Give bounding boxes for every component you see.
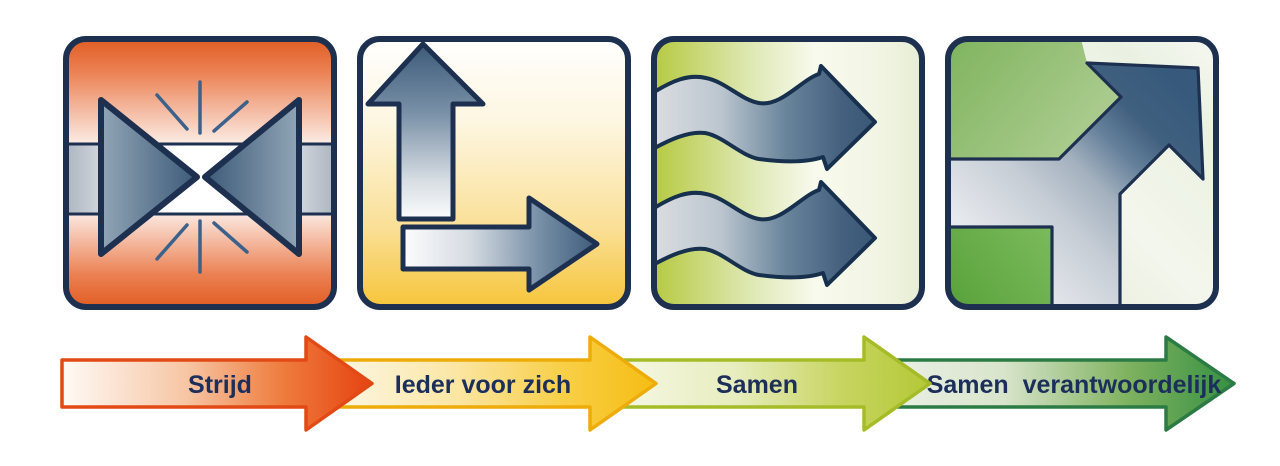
segment-label: Samen verantwoordelijk xyxy=(927,371,1222,399)
tile-strijd xyxy=(63,36,337,310)
segment-label: Ieder voor zich xyxy=(395,371,571,399)
up-arrow xyxy=(365,41,486,222)
timeline-segment-samen: Samen xyxy=(604,335,932,432)
tile-border xyxy=(945,36,1219,310)
segment-label: Samen xyxy=(716,371,798,399)
timeline-segment-ieder-voor-zich: Ieder voor zich xyxy=(320,335,658,432)
timeline-segment-strijd: Strijd xyxy=(60,335,374,432)
green-field-top-left xyxy=(948,39,1121,159)
tile-samen xyxy=(651,36,925,310)
tile-border xyxy=(63,36,337,310)
segment-label: Strijd xyxy=(188,371,252,399)
timeline-arrow: Samen verantwoordelijk Samen Ieder voor … xyxy=(60,335,1236,432)
wavy-parallel-arrows-icon xyxy=(654,64,877,287)
segment-arrow-shape xyxy=(878,335,1236,432)
right-arrow xyxy=(400,195,600,293)
diverging-arrows-icon xyxy=(365,41,600,293)
wavy-arrow-top xyxy=(654,64,877,171)
collision-spark-lines xyxy=(155,80,249,274)
wavy-arrow-bottom xyxy=(654,180,877,287)
segment-arrow-shape xyxy=(60,335,374,432)
merging-arrows-icon xyxy=(948,39,1205,307)
tile-border xyxy=(357,36,631,310)
colliding-arrows-icon xyxy=(66,80,334,274)
segment-arrow-shape xyxy=(604,335,932,432)
merging-roads-arrow xyxy=(948,61,1205,307)
tile-ieder-voor-zich xyxy=(357,36,631,310)
segment-arrow-shape xyxy=(320,335,658,432)
tile-border xyxy=(651,36,925,310)
tile-samen-verantwoordelijk xyxy=(945,36,1219,310)
timeline-segment-samen-verantwoordelijk: Samen verantwoordelijk xyxy=(878,335,1236,432)
right-arrowhead xyxy=(202,97,302,257)
left-arrowhead xyxy=(98,97,200,257)
green-field-bottom-left xyxy=(948,227,1052,307)
